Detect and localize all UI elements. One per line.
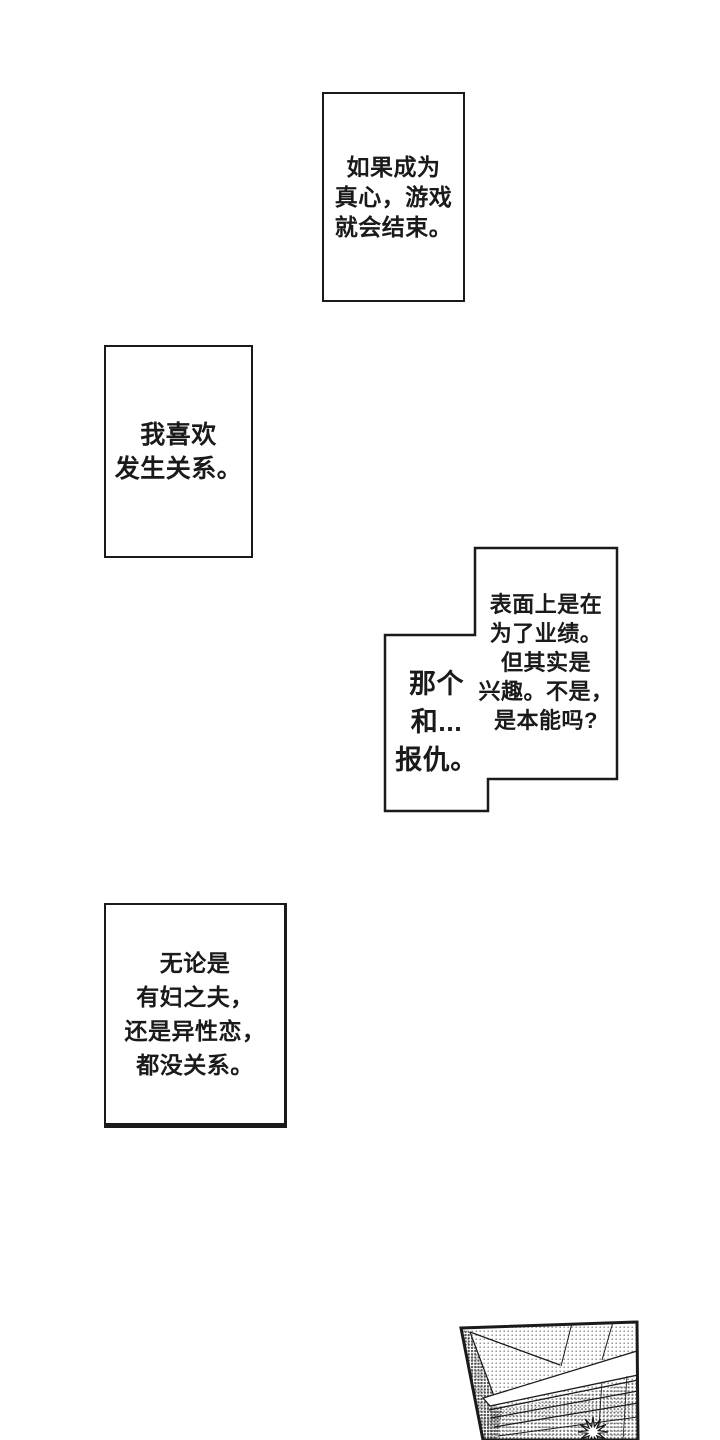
speech-bubble-4-text: 无论是 有妇之夫， 还是异性恋， 都没关系。 bbox=[124, 950, 266, 1078]
ceiling-art-svg bbox=[459, 1320, 640, 1440]
speech-bubble-3-left: 那个 和... 报仇。 bbox=[387, 635, 486, 809]
speech-bubble-3-right: 表面上是在 为了业绩。 但其实是 兴趣。不是， 是本能吗? bbox=[477, 548, 615, 777]
light-flare-icon bbox=[577, 1416, 609, 1440]
speech-bubble-2-text: 我喜欢 发生关系。 bbox=[114, 420, 243, 483]
combined-bubble-outline bbox=[383, 546, 619, 813]
speech-bubble-combined: 表面上是在 为了业绩。 但其实是 兴趣。不是， 是本能吗? 那个 和... 报仇… bbox=[383, 546, 621, 814]
art-panel bbox=[455, 1318, 720, 1440]
speech-bubble-3-left-text: 那个 和... 报仇。 bbox=[395, 669, 478, 775]
panel-border bbox=[459, 1320, 640, 1440]
combined-bubble-border bbox=[383, 546, 619, 813]
ceiling-light-band bbox=[481, 1350, 638, 1407]
speech-bubble-1: 如果成为 真心，游戏 就会结束。 bbox=[322, 92, 465, 302]
panel-art bbox=[461, 1322, 638, 1440]
speech-bubble-1-text: 如果成为 真心，游戏 就会结束。 bbox=[334, 154, 453, 240]
corner-shadow bbox=[477, 1406, 503, 1440]
speech-bubble-4: 无论是 有妇之夫， 还是异性恋， 都没关系。 bbox=[104, 903, 287, 1128]
speech-bubble-3-right-text: 表面上是在 为了业绩。 但其实是 兴趣。不是， 是本能吗? bbox=[478, 592, 614, 733]
lower-halftone bbox=[485, 1382, 638, 1440]
speech-bubble-2: 我喜欢 发生关系。 bbox=[104, 345, 253, 558]
